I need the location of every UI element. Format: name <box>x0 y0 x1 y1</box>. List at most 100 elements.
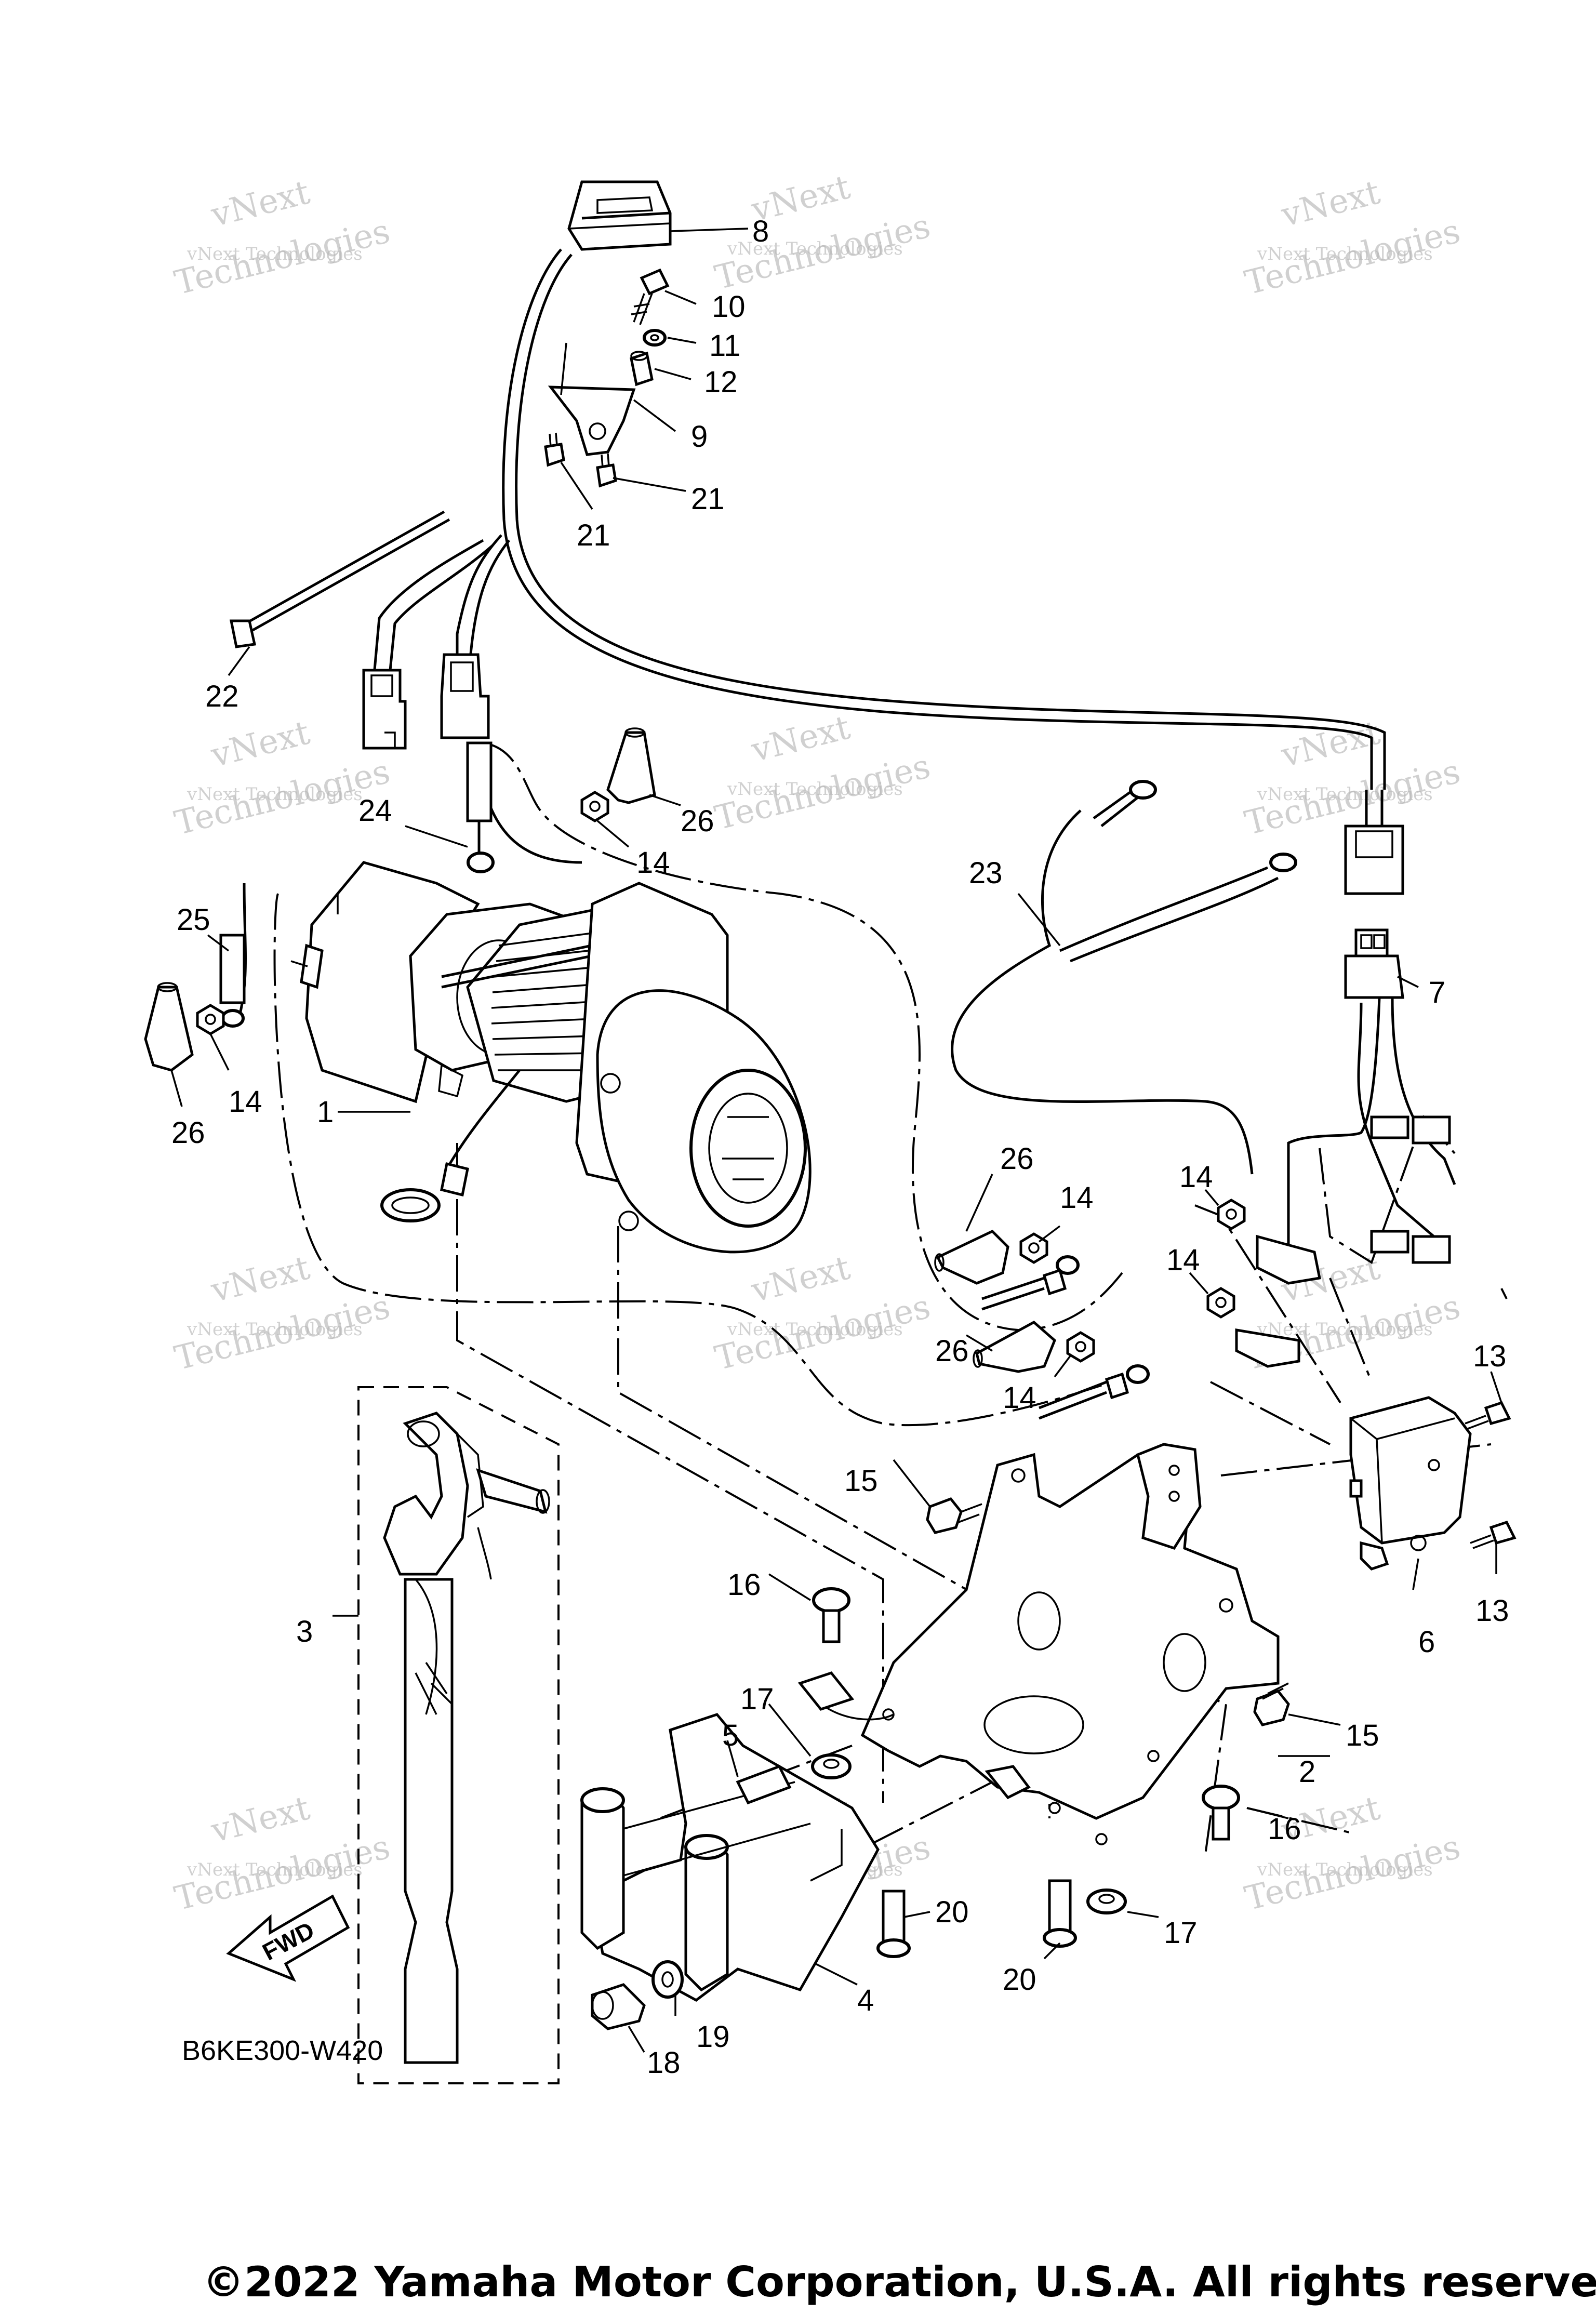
svg-text:Technologies: Technologies <box>171 212 394 302</box>
harness-terminal-a <box>1093 780 1157 827</box>
bolt-13b <box>1470 1520 1517 1549</box>
branch-wire-b <box>388 544 494 676</box>
relay-line-c <box>1329 1278 1373 1382</box>
svg-text:vNext Technologies: vNext Technologies <box>727 779 903 800</box>
nut-14e <box>1217 1199 1246 1230</box>
roller-fairlead <box>580 1713 880 2002</box>
callout-26: 26 <box>171 1116 205 1150</box>
relay-wire-c <box>1357 1002 1435 1238</box>
callout-13: 13 <box>1473 1339 1507 1373</box>
callout-16: 16 <box>727 1568 761 1602</box>
terminal-cover-26c <box>934 1229 1009 1285</box>
nut-17b <box>1086 1889 1127 1914</box>
winch-relay <box>1349 1396 1472 1571</box>
copyright-notice: ©2022 Yamaha Motor Corporation, U.S.A. A… <box>203 2258 1596 2306</box>
branch-wire-c <box>373 539 484 676</box>
svg-text:vNext Technologies: vNext Technologies <box>1257 244 1433 264</box>
relay-line-e <box>1500 1288 1508 1299</box>
svg-text:vNext Technologies: vNext Technologies <box>727 1319 903 1340</box>
remote-switch-cable-edge <box>515 254 1386 790</box>
winch <box>290 861 812 1254</box>
callout-3: 3 <box>296 1615 313 1648</box>
callout-4: 4 <box>857 1984 874 2017</box>
svg-text:vNext Technologies: vNext Technologies <box>1257 784 1433 805</box>
callout-19: 19 <box>696 2020 730 2054</box>
bolt-20b <box>1043 1879 1077 1948</box>
callout-2: 2 <box>1299 1755 1315 1789</box>
leader-lines <box>170 228 1502 2053</box>
bolt-20a <box>876 1890 911 1958</box>
nut-14b <box>196 1004 225 1035</box>
callout-24: 24 <box>358 794 392 828</box>
watermark: vNext vNext Technologies Technologies <box>171 1248 394 1378</box>
svg-text:Technologies: Technologies <box>711 207 934 297</box>
svg-text:vNext Technologies: vNext Technologies <box>1257 1859 1433 1880</box>
callout-14: 14 <box>229 1085 262 1119</box>
flange-bolt-15a <box>926 1497 982 1534</box>
svg-text:vNext Technologies: vNext Technologies <box>187 1859 363 1880</box>
callout-9: 9 <box>691 420 708 454</box>
callout-14: 14 <box>636 846 670 880</box>
callouts: 8 10 11 12 9 21 21 22 24 14 26 23 7 25 1… <box>171 215 1509 2080</box>
callout-25: 25 <box>177 903 210 937</box>
callout-16: 16 <box>1268 1812 1301 1846</box>
diagram-code: B6KE300-W420 <box>182 2035 383 2066</box>
svg-text:vNext Technologies: vNext Technologies <box>187 244 363 264</box>
harness-lead-a <box>1059 866 1268 952</box>
hook-strap-kit <box>357 1386 560 2084</box>
relay-line-b <box>1210 1381 1331 1445</box>
remote-coupler <box>1344 790 1404 895</box>
washer-11 <box>643 329 667 347</box>
handlebar-switch <box>567 180 672 251</box>
svg-text:Technologies: Technologies <box>171 1287 394 1378</box>
svg-text:Technologies: Technologies <box>171 1828 394 1918</box>
winch-lead-top <box>476 758 582 864</box>
callout-18: 18 <box>647 2046 681 2080</box>
lead-terminal-25 <box>219 934 246 1028</box>
coupler-b <box>440 653 490 739</box>
terminal-cover-26b <box>144 982 194 1072</box>
screw-21a <box>544 432 565 467</box>
watermark: vNext vNext Technologies Technologies <box>711 168 934 297</box>
harness-lead-b <box>1070 876 1279 963</box>
routing-line-b <box>273 893 1112 1427</box>
svg-text:vNext: vNext <box>747 708 854 770</box>
svg-text:vNext: vNext <box>207 1248 313 1310</box>
svg-text:Technologies: Technologies <box>711 747 934 837</box>
switch-bracket <box>548 342 636 456</box>
svg-text:vNext: vNext <box>207 1789 313 1851</box>
lead-terminal <box>466 741 495 873</box>
callout-23: 23 <box>969 856 1003 890</box>
svg-text:vNext Technologies: vNext Technologies <box>727 238 903 259</box>
callout-26: 26 <box>681 804 714 838</box>
callout-20: 20 <box>1003 1963 1036 1997</box>
bracket-line-c <box>768 1776 1003 1897</box>
relay-wire-b <box>1391 997 1456 1185</box>
callout-5: 5 <box>722 1719 739 1752</box>
callout-26: 26 <box>935 1334 969 1368</box>
mounting-plate <box>797 1443 1280 1845</box>
watermark: vNext vNext Technologies Technologies <box>1241 173 1464 302</box>
callout-1: 1 <box>317 1095 334 1129</box>
callout-26: 26 <box>1000 1142 1034 1176</box>
callout-14: 14 <box>1179 1160 1213 1194</box>
callout-10: 10 <box>712 290 746 324</box>
harness-terminal-b <box>1269 853 1297 872</box>
branch-wire-d <box>469 539 510 660</box>
svg-text:vNext: vNext <box>207 713 313 775</box>
svg-text:vNext Technologies: vNext Technologies <box>187 784 363 805</box>
flange-bolt-15b <box>1253 1682 1290 1726</box>
relay-terminal-a <box>1370 1115 1451 1145</box>
bolt-16b <box>1202 1785 1240 1841</box>
callout-21: 21 <box>577 518 610 552</box>
callout-15: 15 <box>1346 1719 1379 1752</box>
branch-wire-a <box>456 534 502 660</box>
callout-17: 17 <box>1164 1916 1198 1950</box>
washer-19 <box>651 1960 684 1999</box>
battery-lead-b <box>1039 1364 1150 1420</box>
relay-coupler <box>1344 928 1404 999</box>
nut-14f <box>1206 1287 1235 1319</box>
callout-14: 14 <box>1003 1381 1036 1415</box>
callout-21: 21 <box>691 482 725 516</box>
